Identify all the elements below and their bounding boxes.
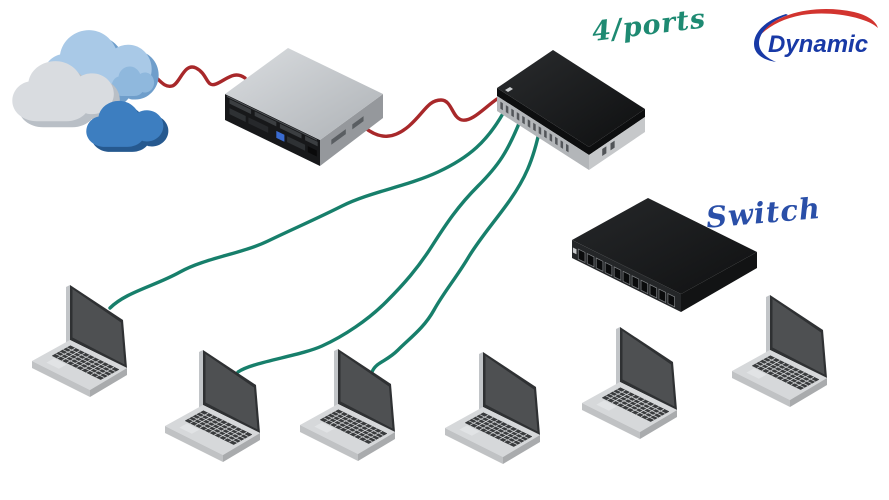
switch-annotation: Switch bbox=[705, 191, 823, 235]
laptop-6 bbox=[731, 294, 828, 408]
logo-swoosh-red-icon bbox=[755, 9, 878, 41]
switch-icon bbox=[572, 198, 757, 312]
cables bbox=[108, 65, 542, 374]
four-port-device-icon bbox=[497, 50, 645, 170]
laptop-1 bbox=[31, 284, 128, 398]
hub-label bbox=[505, 87, 513, 92]
router-side-face bbox=[320, 94, 383, 166]
dynamic-logo: Dynamic bbox=[754, 9, 878, 62]
switch-ports bbox=[572, 247, 675, 308]
logo-text: Dynamic bbox=[768, 31, 868, 58]
hub-side-band bbox=[589, 117, 645, 170]
hub-side-ports bbox=[602, 140, 615, 157]
hub-front-band bbox=[497, 96, 589, 170]
switch-side-face bbox=[681, 252, 757, 312]
router-top-face bbox=[225, 48, 383, 140]
switch-label bbox=[572, 247, 577, 255]
router-side-vents bbox=[331, 116, 364, 145]
hub-front-ports bbox=[500, 101, 569, 153]
ports-annotation: 4/ports bbox=[590, 3, 707, 48]
switch-top-face bbox=[572, 198, 757, 294]
cable-cloud-to-router bbox=[148, 65, 247, 88]
cable-hub-to-laptop-1 bbox=[108, 106, 508, 310]
laptop-5 bbox=[581, 326, 678, 440]
internet-cloud-icon bbox=[12, 30, 169, 152]
logo-swoosh-blue-icon bbox=[754, 14, 788, 62]
laptop-3 bbox=[299, 348, 396, 462]
cable-hub-to-laptop-3 bbox=[370, 126, 542, 374]
router-front-ports bbox=[226, 95, 318, 157]
router-icon bbox=[225, 48, 383, 166]
laptop-4 bbox=[444, 351, 541, 465]
cable-hub-to-laptop-2 bbox=[236, 114, 524, 374]
cable-router-to-hub bbox=[362, 97, 499, 138]
router-blue-port bbox=[276, 130, 285, 142]
hub-top-face bbox=[497, 50, 645, 147]
